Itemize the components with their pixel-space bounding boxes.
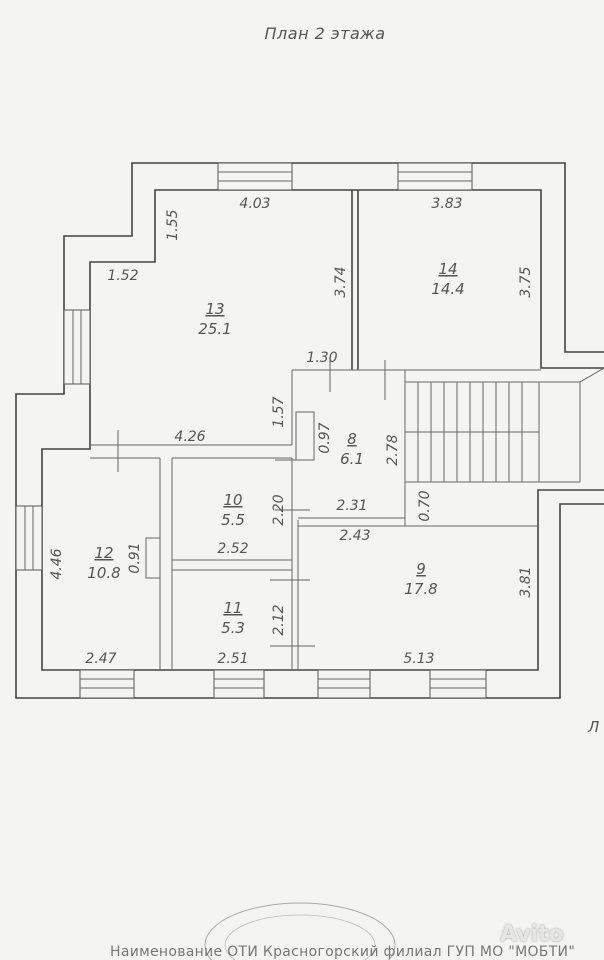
room-9-number: 9: [416, 560, 426, 578]
room-8-number: 8: [347, 430, 357, 448]
edge-letter: Л: [587, 718, 599, 736]
outer-walls: [15, 162, 604, 699]
dimension-label: 2.78: [385, 434, 401, 465]
dimension-label: 0.70: [417, 490, 433, 521]
dimension-label: 1.55: [165, 209, 181, 240]
dimension-label: 2.51: [217, 651, 248, 667]
room-13-number: 13: [205, 300, 224, 318]
footer-caption: Наименование ОТИ Красногорский филиал ГУ…: [110, 944, 576, 960]
dimension-label: 1.57: [271, 396, 287, 427]
room-10-number: 10: [223, 491, 242, 509]
room-11-area: 5.3: [221, 619, 245, 637]
room-8-area: 6.1: [340, 450, 364, 468]
dimension-label: 4.26: [174, 429, 205, 445]
dimension-label: 1.30: [306, 350, 337, 366]
dimension-label: 2.12: [271, 604, 287, 635]
room-10-area: 5.5: [221, 511, 245, 529]
room-labels: 13 25.1 14 14.4 8 6.1 10 5.5 12 10.8 9 1…: [87, 260, 464, 637]
plan-title: План 2 этажа: [264, 24, 386, 43]
dimension-label: 3.74: [333, 266, 349, 297]
dimension-label: 3.81: [518, 566, 534, 597]
windows: [15, 162, 487, 699]
room-11-number: 11: [223, 599, 242, 617]
staircase: [404, 367, 604, 483]
door-marks: [117, 360, 386, 647]
dimension-labels: 4.03 3.83 1.55 1.52 3.74 3.75 1.30 1.57 …: [49, 196, 534, 667]
dimension-label: 2.52: [217, 541, 248, 557]
dimension-label: 2.20: [271, 494, 287, 525]
watermark-logo: Avito: [500, 922, 564, 947]
room-12-number: 12: [94, 544, 113, 562]
room-13-area: 25.1: [198, 320, 231, 338]
interior-walls: [90, 190, 541, 670]
dimension-label: 4.03: [239, 196, 270, 212]
dimension-label: 2.43: [339, 528, 370, 544]
dimension-label: 1.52: [107, 268, 138, 284]
dimension-label: 3.83: [431, 196, 462, 212]
dimension-label: 5.13: [403, 651, 434, 667]
dimension-label: 0.91: [127, 542, 143, 573]
room-12-area: 10.8: [87, 564, 120, 582]
dimension-label: 3.75: [518, 266, 534, 297]
dimension-label: 4.46: [49, 548, 65, 579]
dimension-label: 2.47: [85, 651, 116, 667]
stamp-seal: [204, 902, 396, 960]
dimension-label: 2.31: [336, 498, 367, 514]
room-14-number: 14: [438, 260, 457, 278]
room-9-area: 17.8: [404, 580, 437, 598]
dimension-label: 0.97: [317, 422, 333, 453]
room-14-area: 14.4: [431, 280, 464, 298]
